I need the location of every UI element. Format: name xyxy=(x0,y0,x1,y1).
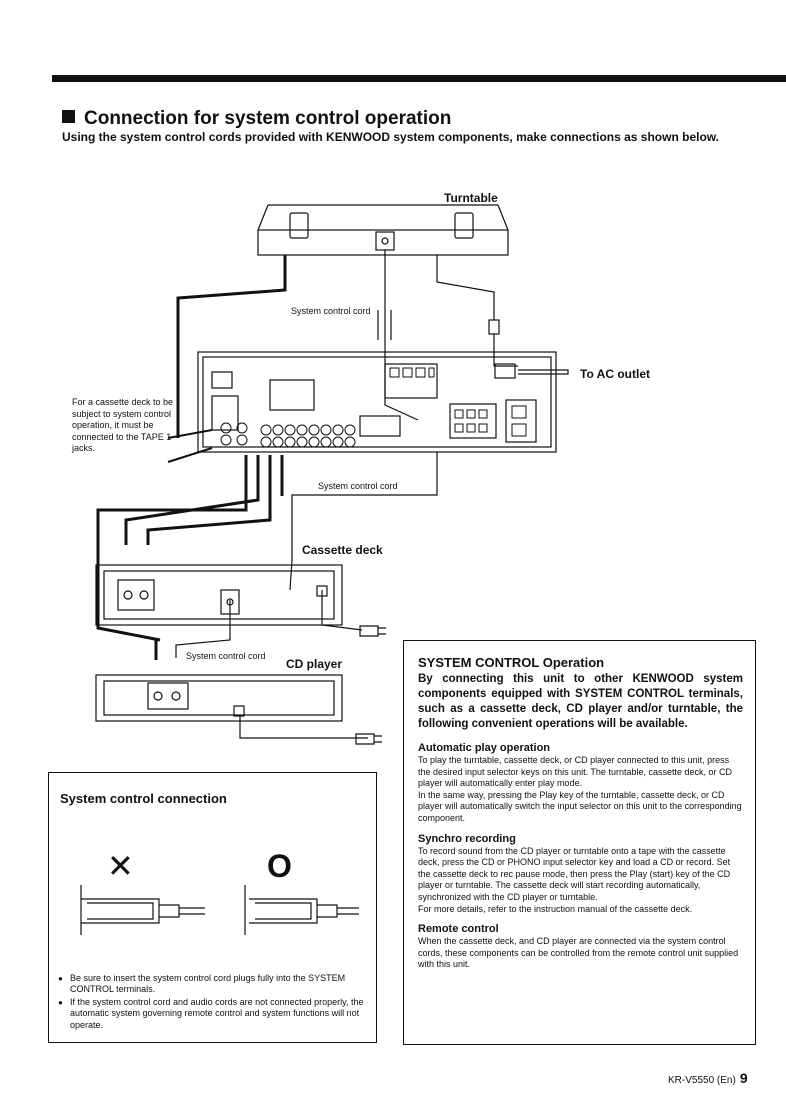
list-item: If the system control cord and audio cor… xyxy=(58,997,370,1031)
plug-fully-inserted-icon xyxy=(244,885,359,935)
section-body: To record sound from the CD player or tu… xyxy=(418,845,731,914)
wrong-mark-icon: ✕ xyxy=(107,848,134,884)
page-footer: KR-V5550 (En)9 xyxy=(668,1070,748,1086)
turntable-label: Turntable xyxy=(444,191,498,205)
cassette-tape1-note: For a cassette deck to be subject to sys… xyxy=(72,397,174,453)
cd-player-illustration xyxy=(95,674,343,722)
section-title: Synchro recording xyxy=(418,832,516,845)
model-number: KR-V5550 (En) xyxy=(668,1075,736,1086)
plug-insertion-illustration xyxy=(80,885,359,935)
cassette-deck-label: Cassette deck xyxy=(302,543,383,557)
section-body: To play the turntable, cassette deck, or… xyxy=(418,755,742,823)
system-control-connection-box: System control connection ✕ O Be sure to… xyxy=(48,772,377,1043)
system-control-operation-box: SYSTEM CONTROL Operation By connecting t… xyxy=(403,640,756,1045)
page-title-text: Connection for system control operation xyxy=(84,108,452,129)
cd-player-label: CD player xyxy=(286,657,343,671)
receiver-jacks xyxy=(220,367,527,448)
bullet-square-icon xyxy=(62,110,75,123)
cord-label-cd: System control cord xyxy=(186,651,266,661)
operation-section-synchro-recording: Synchro recording To record sound from t… xyxy=(418,833,743,916)
ac-plug-icons xyxy=(355,625,386,745)
system-control-operation-title: SYSTEM CONTROL Operation xyxy=(418,655,605,670)
list-item: Be sure to insert the system control cor… xyxy=(58,973,370,996)
connection-notes: Be sure to insert the system control cor… xyxy=(58,973,370,1032)
cord-label-cassette: System control cord xyxy=(318,481,398,491)
section-body: When the cassette deck, and CD player ar… xyxy=(418,936,739,970)
plug-not-inserted-icon xyxy=(80,885,205,935)
correct-mark-icon: O xyxy=(267,848,292,884)
system-control-cords xyxy=(96,250,569,739)
system-control-connection-title: System control connection xyxy=(60,791,227,806)
operation-section-remote-control: Remote control When the cassette deck, a… xyxy=(418,923,743,971)
cord-label-turntable: System control cord xyxy=(291,306,371,316)
operation-section-automatic-play: Automatic play operation To play the tur… xyxy=(418,742,743,825)
section-title: Automatic play operation xyxy=(418,742,551,754)
connection-diagram xyxy=(95,204,569,745)
cassette-deck-illustration xyxy=(95,564,343,626)
section-title: Remote control xyxy=(418,923,499,936)
turntable-illustration xyxy=(257,204,509,256)
top-rule xyxy=(52,75,786,82)
page-number: 9 xyxy=(739,1070,748,1086)
page-title: Connection for system control operation xyxy=(62,108,451,130)
system-control-operation-intro: By connecting this unit to other KENWOOD… xyxy=(418,673,743,730)
receiver-rear-panel xyxy=(197,351,557,453)
page-subtitle: Using the system control cords provided … xyxy=(62,130,720,144)
ac-outlet-label: To AC outlet xyxy=(580,367,650,381)
